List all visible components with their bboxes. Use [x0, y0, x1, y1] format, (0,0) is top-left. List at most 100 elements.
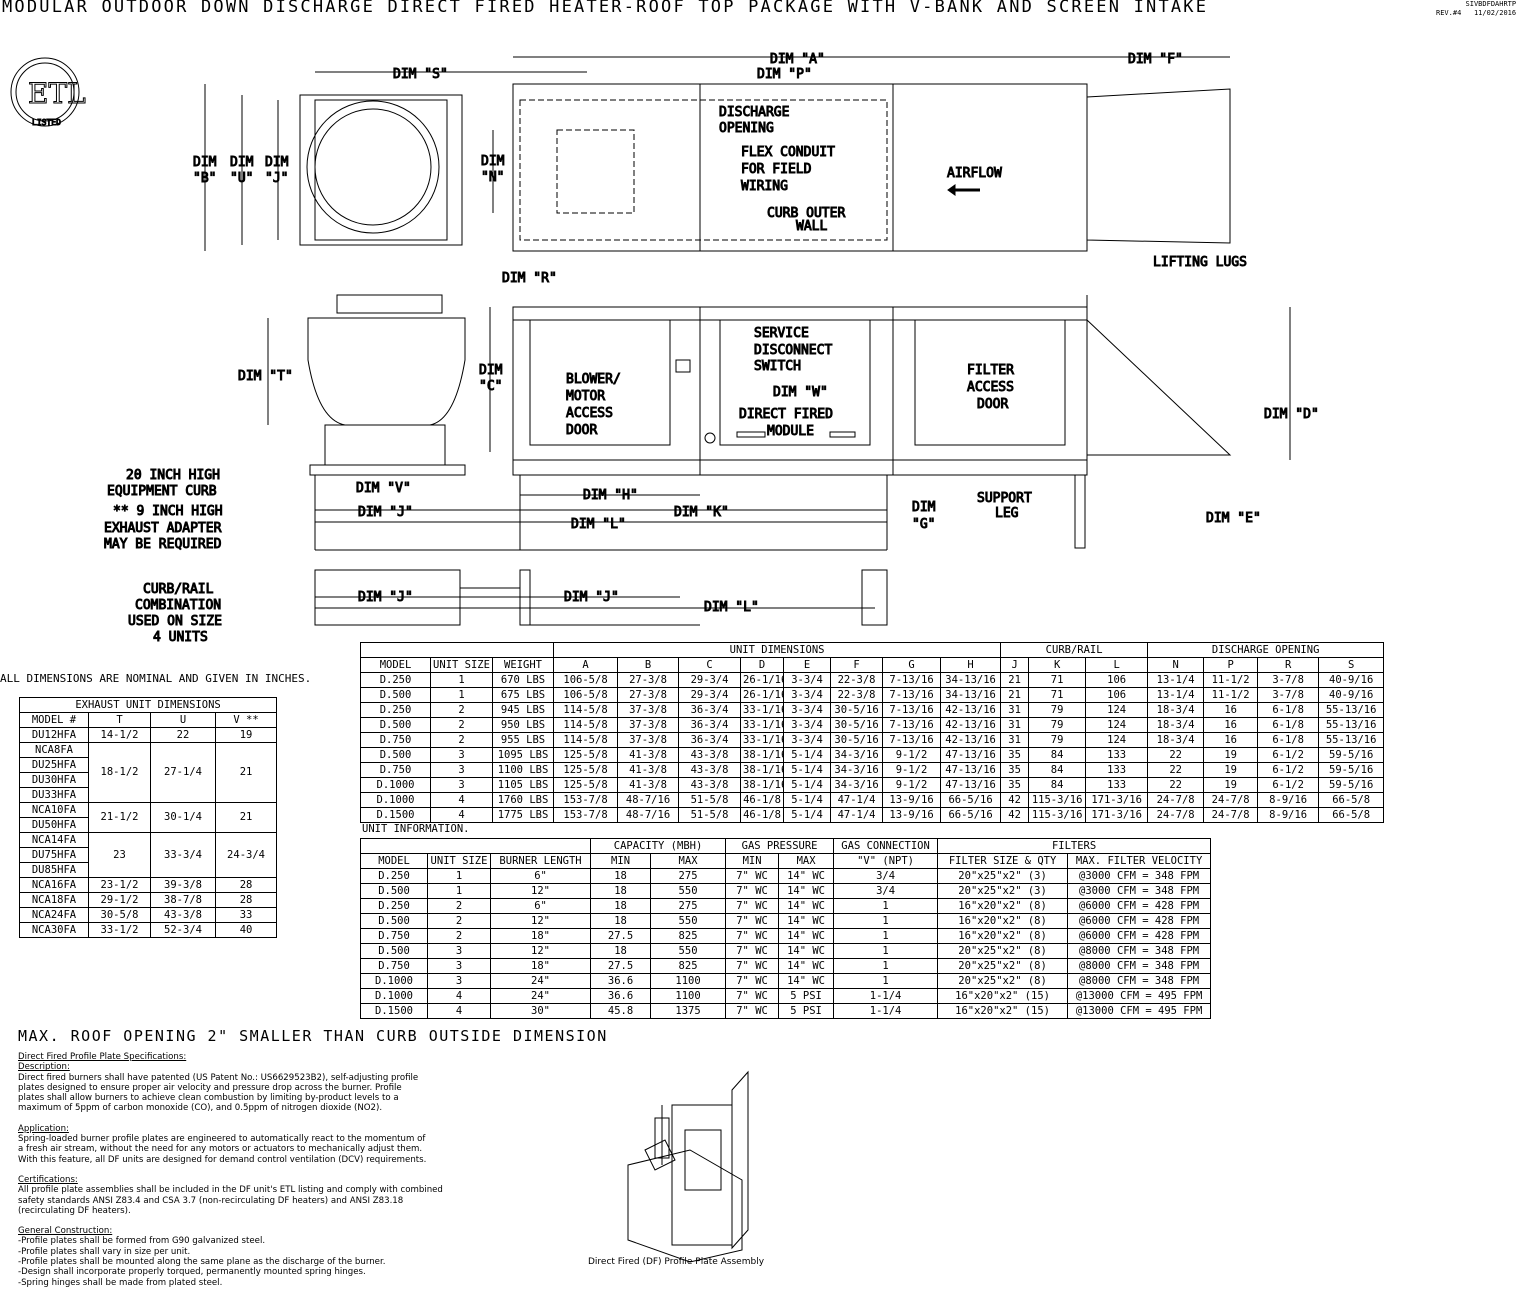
- table-cell: 13-9/16: [882, 792, 942, 808]
- profile-plate-specifications: Direct Fired Profile Plate Specification…: [18, 1052, 578, 1298]
- svg-text:DIM "F": DIM "F": [1128, 52, 1183, 67]
- column-header: MAX: [650, 853, 727, 869]
- table-cell: 7-13/16: [882, 687, 942, 703]
- spec-line: -Profile plates shall be formed from G90…: [18, 1236, 266, 1247]
- table-cell: @8000 CFM = 348 FPM: [1067, 958, 1212, 974]
- table-cell: 51-5/8: [678, 792, 742, 808]
- table-cell: 43-3/8: [678, 777, 742, 793]
- table-row: DU50HFA: [19, 817, 277, 833]
- table-cell: 36-3/4: [678, 732, 742, 748]
- table-cell: 42: [1000, 792, 1030, 808]
- table-cell: 5 PSI: [778, 1003, 835, 1019]
- svg-text:DIM: DIM: [481, 154, 505, 169]
- svg-text:DIM "E": DIM "E": [1206, 511, 1261, 526]
- column-header: UNIT SIZE: [427, 853, 491, 869]
- table-cell: 1-1/4: [833, 988, 939, 1004]
- svg-text:DIM "W": DIM "W": [773, 385, 828, 400]
- svg-text:SUPPORT: SUPPORT: [977, 491, 1032, 506]
- table-cell: D.250: [360, 672, 431, 688]
- table-cell: 11-1/2: [1203, 687, 1259, 703]
- svg-text:DIM: DIM: [193, 155, 217, 170]
- table-cell: 30-5/16: [830, 732, 884, 748]
- etl-logo: ETL LISTED: [10, 57, 86, 128]
- drawing-labels: DIM "A"DIM "F" DIM "S"DIM "P" DIM"B" DIM…: [104, 52, 1320, 646]
- table-cell: 35: [1000, 777, 1030, 793]
- svg-text:DISCHARGE: DISCHARGE: [719, 105, 789, 120]
- table-cell: 3: [430, 747, 493, 763]
- spec-heading: Certifications:: [18, 1174, 78, 1185]
- dim-t-cell: 33-1/2: [88, 922, 151, 938]
- table-cell: D.1000: [360, 792, 431, 808]
- svg-text:USED ON SIZE: USED ON SIZE: [128, 614, 222, 629]
- svg-text:LEG: LEG: [995, 506, 1019, 521]
- table-cell: 37-3/8: [617, 702, 680, 718]
- table-cell: 955 LBS: [491, 732, 555, 748]
- table-cell: 125-5/8: [553, 762, 619, 778]
- spec-line: With this feature, all DF units are desi…: [18, 1154, 427, 1165]
- column-header: MAX: [778, 853, 835, 869]
- table-cell: 12": [489, 883, 592, 899]
- table-cell: 38-1/16: [740, 762, 785, 778]
- table-cell: 84: [1028, 777, 1087, 793]
- model-cell: NCA18FA: [19, 892, 89, 908]
- column-header: MODEL: [360, 657, 431, 673]
- spec-line: a fresh air stream, without the need for…: [18, 1144, 423, 1155]
- table-cell: 3: [427, 973, 491, 989]
- dim-t-cell: 23-1/2: [88, 877, 151, 893]
- table-cell: 950 LBS: [491, 717, 555, 733]
- table-cell: D.750: [360, 928, 428, 944]
- table-cell: 1: [833, 913, 939, 929]
- table-cell: 30-5/16: [830, 702, 884, 718]
- svg-text:WALL: WALL: [796, 219, 827, 234]
- svg-text:WIRING: WIRING: [741, 179, 788, 194]
- table-cell: 20"x25"x2" (8): [937, 943, 1069, 959]
- unit-information-label: UNIT INFORMATION.: [362, 823, 470, 835]
- table-cell: 26-1/16: [740, 672, 785, 688]
- table-cell: 34-13/16: [940, 687, 1002, 703]
- svg-text:MAY BE REQUIRED: MAY BE REQUIRED: [104, 537, 222, 552]
- table-cell: 33-1/16: [740, 732, 785, 748]
- table-cell: 16"x20"x2" (8): [937, 928, 1069, 944]
- table-cell: 14" WC: [778, 898, 835, 914]
- svg-text:EQUIPMENT CURB: EQUIPMENT CURB: [107, 484, 217, 499]
- model-cell: DU30HFA: [19, 772, 89, 788]
- column-header: MODEL: [360, 853, 428, 869]
- table-cell: 275: [650, 898, 727, 914]
- table-cell: 30": [489, 1003, 592, 1019]
- table-cell: 3: [430, 762, 493, 778]
- table-cell: 33-1/16: [740, 702, 785, 718]
- table-cell: 46-1/8: [740, 807, 785, 823]
- table-cell: 33-1/16: [740, 717, 785, 733]
- table-cell: 153-7/8: [553, 792, 619, 808]
- table-cell: D.1000: [360, 988, 428, 1004]
- drawing-number: SIVBDFDAHRTP: [1465, 0, 1517, 8]
- dim-u-cell: 52-3/4: [150, 922, 216, 938]
- dim-v-cell: 21: [214, 802, 278, 833]
- table-cell: 55-13/16: [1318, 702, 1385, 718]
- column-header: MIN: [590, 853, 652, 869]
- spec-section: Application:Spring-loaded burner profile…: [18, 1124, 578, 1165]
- column-header: FILTER SIZE & QTY: [937, 853, 1069, 869]
- table-cell: 34-3/16: [830, 777, 884, 793]
- column-header: S: [1318, 657, 1385, 673]
- side-view: [267, 294, 1291, 551]
- table-cell: 14" WC: [778, 883, 835, 899]
- table-cell: 7" WC: [725, 988, 780, 1004]
- table-cell: 171-3/16: [1085, 807, 1149, 823]
- dim-v-cell: 33: [214, 907, 278, 923]
- table-cell: 36.6: [590, 973, 652, 989]
- svg-text:CURB OUTER: CURB OUTER: [767, 206, 845, 221]
- table-cell: 9-1/2: [882, 762, 942, 778]
- table-cell: 550: [650, 943, 727, 959]
- table-cell: 1095 LBS: [491, 747, 555, 763]
- table-cell: 24-7/8: [1147, 792, 1205, 808]
- table-cell: 115-3/16: [1028, 792, 1087, 808]
- dim-t-cell: 29-1/2: [88, 892, 151, 908]
- table-cell: 47-13/16: [940, 777, 1002, 793]
